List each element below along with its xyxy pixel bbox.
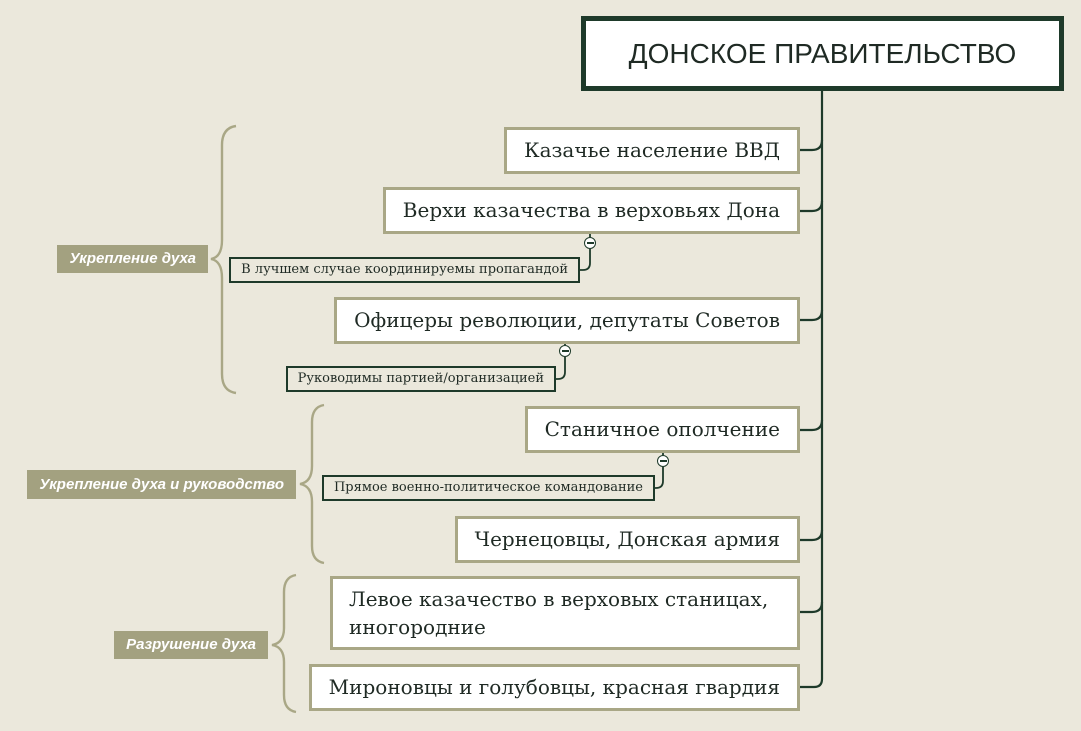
group-label-destruction[interactable]: Разрушение духа xyxy=(114,631,268,659)
branch-connector xyxy=(800,529,824,542)
minus-circle-icon[interactable] xyxy=(584,237,596,249)
note-propaganda[interactable]: В лучшем случае координируемы пропагандо… xyxy=(229,257,580,283)
minus-circle-icon[interactable] xyxy=(559,345,571,357)
group-label-strengthening-leadership[interactable]: Укрепление духа и руководство xyxy=(27,470,296,499)
branch-connector xyxy=(800,200,824,213)
topic-mironov-red-guard[interactable]: Мироновцы и голубовцы, красная гвардия xyxy=(308,664,800,711)
note-military-command[interactable]: Прямое военно-политическое командование xyxy=(321,475,655,501)
root-topic[interactable]: ДОНСКОЕ ПРАВИТЕЛЬСТВО xyxy=(581,16,1064,91)
branch-connector xyxy=(800,419,824,432)
minus-circle-icon[interactable] xyxy=(657,455,669,467)
group-brace xyxy=(210,124,237,395)
group-brace xyxy=(271,573,297,714)
topic-revolution-officers[interactable]: Офицеры революции, депутаты Советов xyxy=(334,297,800,344)
group-brace xyxy=(299,403,325,565)
branch-connector xyxy=(800,309,824,322)
note-connector xyxy=(556,357,566,380)
topic-cossack-elite[interactable]: Верхи казачества в верховьях Дона xyxy=(382,187,800,234)
trunk-connector xyxy=(800,91,824,689)
note-connector xyxy=(580,249,591,271)
note-connector xyxy=(655,467,664,489)
topic-cossack-population[interactable]: Казачье население ВВД xyxy=(504,127,800,174)
topic-left-cossacks[interactable]: Левое казачество в верховых станицах, ин… xyxy=(330,576,800,650)
topic-chernetsov-don-army[interactable]: Чернецовцы, Донская армия xyxy=(454,516,800,563)
branch-connector xyxy=(800,139,824,152)
note-party-led[interactable]: Руководимы партией/организацией xyxy=(285,366,556,392)
branch-connector xyxy=(800,601,824,614)
topic-stanitsa-militia[interactable]: Станичное ополчение xyxy=(524,406,800,453)
group-label-strengthening[interactable]: Укрепление духа xyxy=(57,245,208,273)
